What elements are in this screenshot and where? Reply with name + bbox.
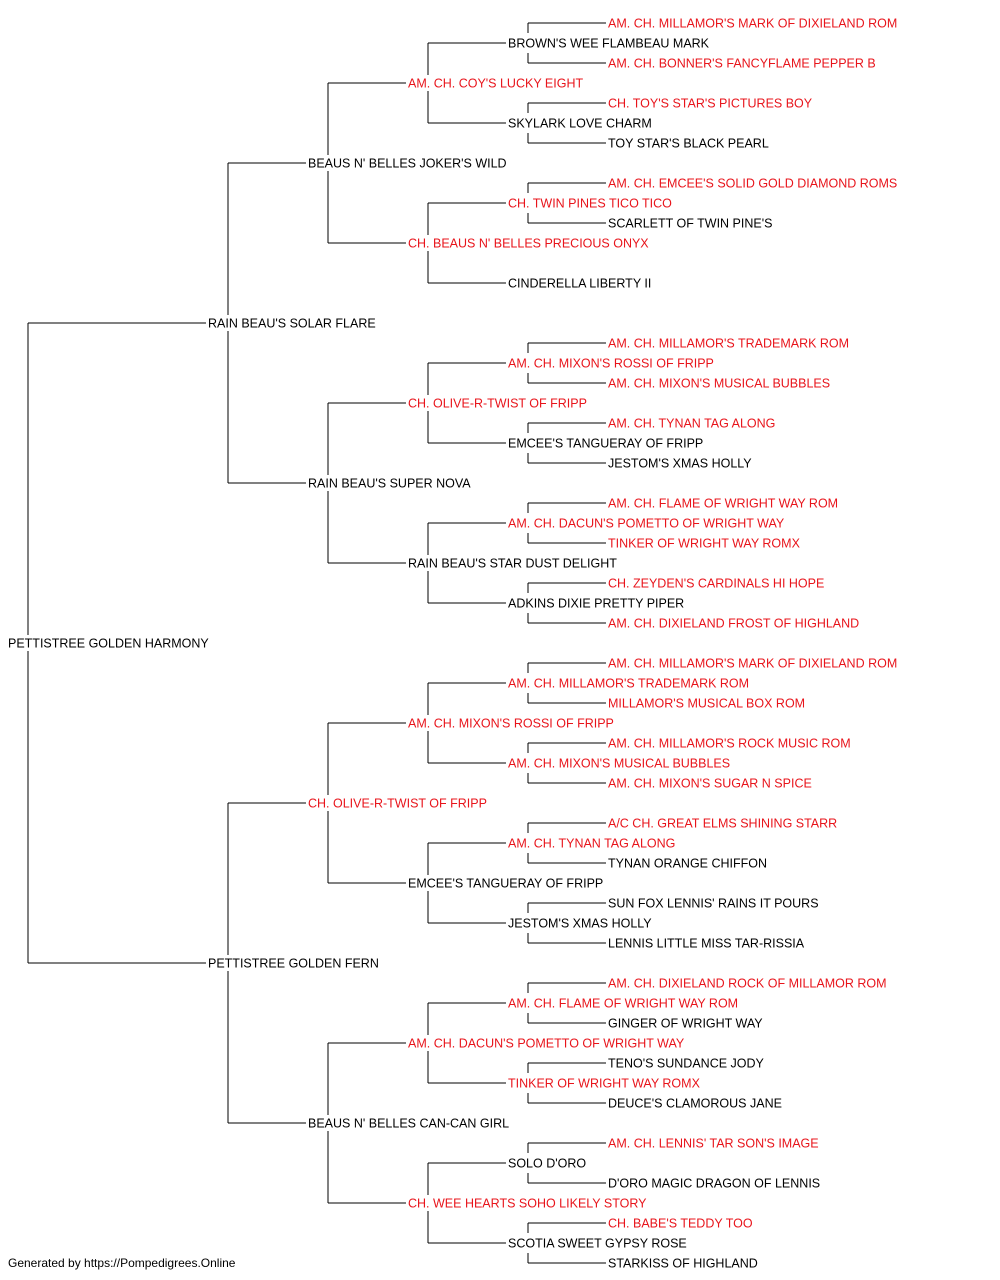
- dog-name: SKYLARK LOVE CHARM: [508, 117, 652, 131]
- dog-name: CH. WEE HEARTS SOHO LIKELY STORY: [408, 1197, 647, 1211]
- dog-name: CH. ZEYDEN'S CARDINALS HI HOPE: [608, 577, 824, 591]
- dog-name: SUN FOX LENNIS' RAINS IT POURS: [608, 897, 819, 911]
- dog-name: AM. CH. MIXON'S ROSSI OF FRIPP: [408, 717, 614, 731]
- dog-name: RAIN BEAU'S SOLAR FLARE: [208, 317, 376, 331]
- dog-name: AM. CH. MILLAMOR'S MARK OF DIXIELAND ROM: [608, 17, 897, 31]
- dog-name: BROWN'S WEE FLAMBEAU MARK: [508, 37, 710, 51]
- dog-name: ADKINS DIXIE PRETTY PIPER: [508, 597, 684, 611]
- dog-name: AM. CH. DIXIELAND FROST OF HIGHLAND: [608, 617, 859, 631]
- dog-name: CH. TOY'S STAR'S PICTURES BOY: [608, 97, 813, 111]
- dog-name: AM. CH. MILLAMOR'S ROCK MUSIC ROM: [608, 737, 851, 751]
- dog-name: EMCEE'S TANGUERAY OF FRIPP: [408, 877, 603, 891]
- dog-name: CH. OLIVE-R-TWIST OF FRIPP: [308, 797, 487, 811]
- dog-name: CH. BABE'S TEDDY TOO: [608, 1217, 753, 1231]
- dog-name: AM. CH. EMCEE'S SOLID GOLD DIAMOND ROMS: [608, 177, 897, 191]
- dog-name: TINKER OF WRIGHT WAY ROMX: [608, 537, 801, 551]
- dog-name: CH. TWIN PINES TICO TICO: [508, 197, 672, 211]
- dog-name: GINGER OF WRIGHT WAY: [608, 1017, 763, 1031]
- dog-name: SOLO D'ORO: [508, 1157, 586, 1171]
- dog-name: AM. CH. MILLAMOR'S TRADEMARK ROM: [508, 677, 749, 691]
- dog-name: TENO'S SUNDANCE JODY: [608, 1057, 765, 1071]
- dog-name: DEUCE'S CLAMOROUS JANE: [608, 1097, 782, 1111]
- dog-name: JESTOM'S XMAS HOLLY: [608, 457, 752, 471]
- dog-name: MILLAMOR'S MUSICAL BOX ROM: [608, 697, 805, 711]
- footer-credit: Generated by https://Pompedigrees.Online: [8, 1256, 236, 1270]
- dog-name: RAIN BEAU'S SUPER NOVA: [308, 477, 471, 491]
- dog-name: TYNAN ORANGE CHIFFON: [608, 857, 767, 871]
- dog-name: JESTOM'S XMAS HOLLY: [508, 917, 652, 931]
- dog-name: AM. CH. DACUN'S POMETTO OF WRIGHT WAY: [408, 1037, 685, 1051]
- dog-name: AM. CH. TYNAN TAG ALONG: [508, 837, 675, 851]
- dog-name: STARKISS OF HIGHLAND: [608, 1257, 758, 1271]
- dog-name: AM. CH. FLAME OF WRIGHT WAY ROM: [608, 497, 838, 511]
- dog-name: LENNIS LITTLE MISS TAR-RISSIA: [608, 937, 805, 951]
- dog-name: AM. CH. MIXON'S MUSICAL BUBBLES: [608, 377, 830, 391]
- dog-name: TINKER OF WRIGHT WAY ROMX: [508, 1077, 701, 1091]
- dog-name: CH. BEAUS N' BELLES PRECIOUS ONYX: [408, 237, 649, 251]
- dog-name: AM. CH. DIXIELAND ROCK OF MILLAMOR ROM: [608, 977, 887, 991]
- dog-name: D'ORO MAGIC DRAGON OF LENNIS: [608, 1177, 820, 1191]
- dog-name: AM. CH. DACUN'S POMETTO OF WRIGHT WAY: [508, 517, 785, 531]
- dog-name: AM. CH. FLAME OF WRIGHT WAY ROM: [508, 997, 738, 1011]
- dog-name: SCOTIA SWEET GYPSY ROSE: [508, 1237, 687, 1251]
- dog-name: AM. CH. LENNIS' TAR SON'S IMAGE: [608, 1137, 819, 1151]
- dog-name: A/C CH. GREAT ELMS SHINING STARR: [608, 817, 837, 831]
- dog-name: SCARLETT OF TWIN PINE'S: [608, 217, 772, 231]
- dog-name: PETTISTREE GOLDEN FERN: [208, 957, 379, 971]
- dog-name: PETTISTREE GOLDEN HARMONY: [8, 637, 209, 651]
- dog-name: RAIN BEAU'S STAR DUST DELIGHT: [408, 557, 617, 571]
- dog-name: AM. CH. MIXON'S SUGAR N SPICE: [608, 777, 812, 791]
- dog-name: AM. CH. BONNER'S FANCYFLAME PEPPER B: [608, 57, 876, 71]
- dog-name: AM. CH. TYNAN TAG ALONG: [608, 417, 775, 431]
- dog-name: AM. CH. MIXON'S ROSSI OF FRIPP: [508, 357, 714, 371]
- dog-name: AM. CH. MIXON'S MUSICAL BUBBLES: [508, 757, 730, 771]
- dog-name: TOY STAR'S BLACK PEARL: [608, 137, 769, 151]
- dog-name: BEAUS N' BELLES CAN-CAN GIRL: [308, 1117, 509, 1131]
- dog-name: EMCEE'S TANGUERAY OF FRIPP: [508, 437, 703, 451]
- dog-name: AM. CH. MILLAMOR'S TRADEMARK ROM: [608, 337, 849, 351]
- dog-name: CH. OLIVE-R-TWIST OF FRIPP: [408, 397, 587, 411]
- dog-name: AM. CH. COY'S LUCKY EIGHT: [408, 77, 583, 91]
- dog-name: CINDERELLA LIBERTY II: [508, 277, 651, 291]
- dog-name: AM. CH. MILLAMOR'S MARK OF DIXIELAND ROM: [608, 657, 897, 671]
- dog-name: BEAUS N' BELLES JOKER'S WILD: [308, 157, 507, 171]
